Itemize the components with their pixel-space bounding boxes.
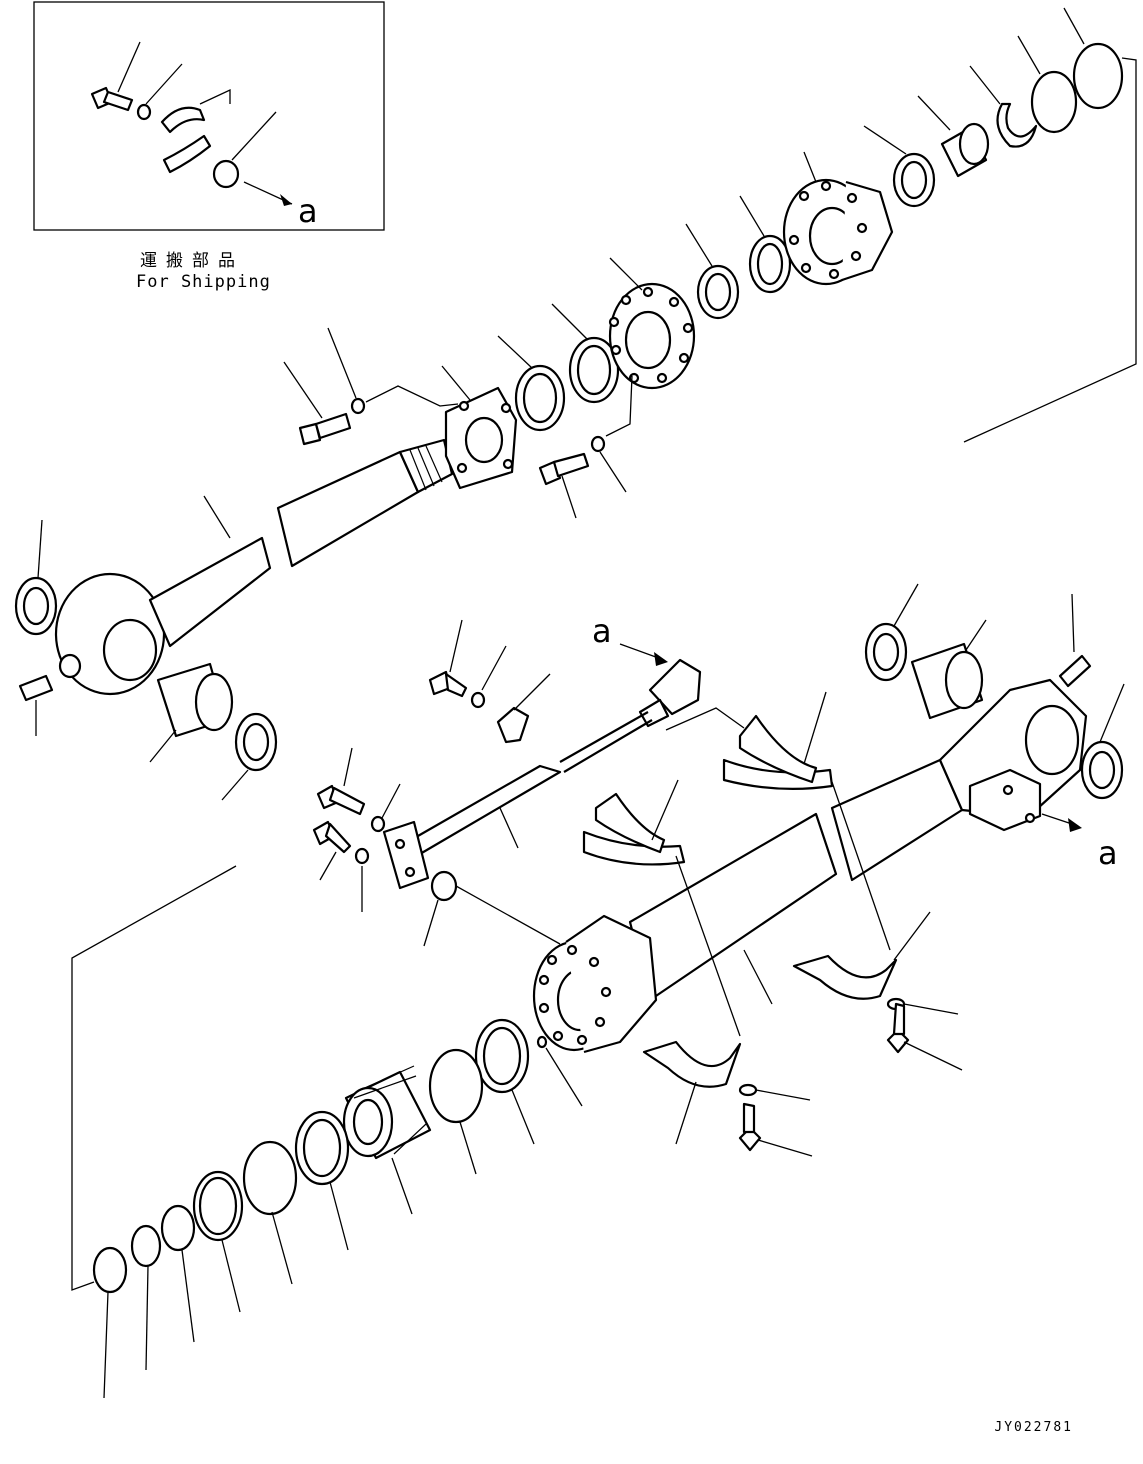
shipping-inset [33, 1, 385, 231]
o-ring [430, 870, 458, 902]
hydraulic-pipe [382, 658, 702, 890]
piston-rod [14, 438, 454, 801]
rod-seals [497, 303, 620, 432]
inset-bolt [90, 41, 141, 112]
clamp-ref-marker: a [592, 612, 612, 650]
inset-ref-marker: a [298, 192, 318, 230]
upper-right-parts [685, 7, 1137, 443]
grease-fitting [18, 674, 54, 702]
tube-clamps [582, 691, 931, 1145]
inset-half-clamps [160, 88, 231, 174]
inset-cap [212, 111, 293, 206]
head-end-parts [864, 583, 1125, 800]
head-ref-marker: a [1098, 834, 1118, 872]
cylinder-head-flange [605, 257, 696, 437]
head-bolt [538, 435, 627, 519]
retainer-plate [441, 365, 518, 490]
piston-parts [71, 865, 535, 1399]
pipe-clamp-small [428, 619, 551, 744]
cylinder-tube [532, 678, 1088, 1107]
inset-title-jp: 運搬部品 [140, 251, 244, 271]
clamp-bolts [738, 997, 963, 1157]
drawing-code: JY022781 [994, 1420, 1073, 1435]
upper-bolt [283, 327, 459, 446]
inset-washer [136, 63, 183, 121]
inset-title-en: For Shipping [136, 272, 271, 292]
flange-bolts [312, 747, 401, 912]
